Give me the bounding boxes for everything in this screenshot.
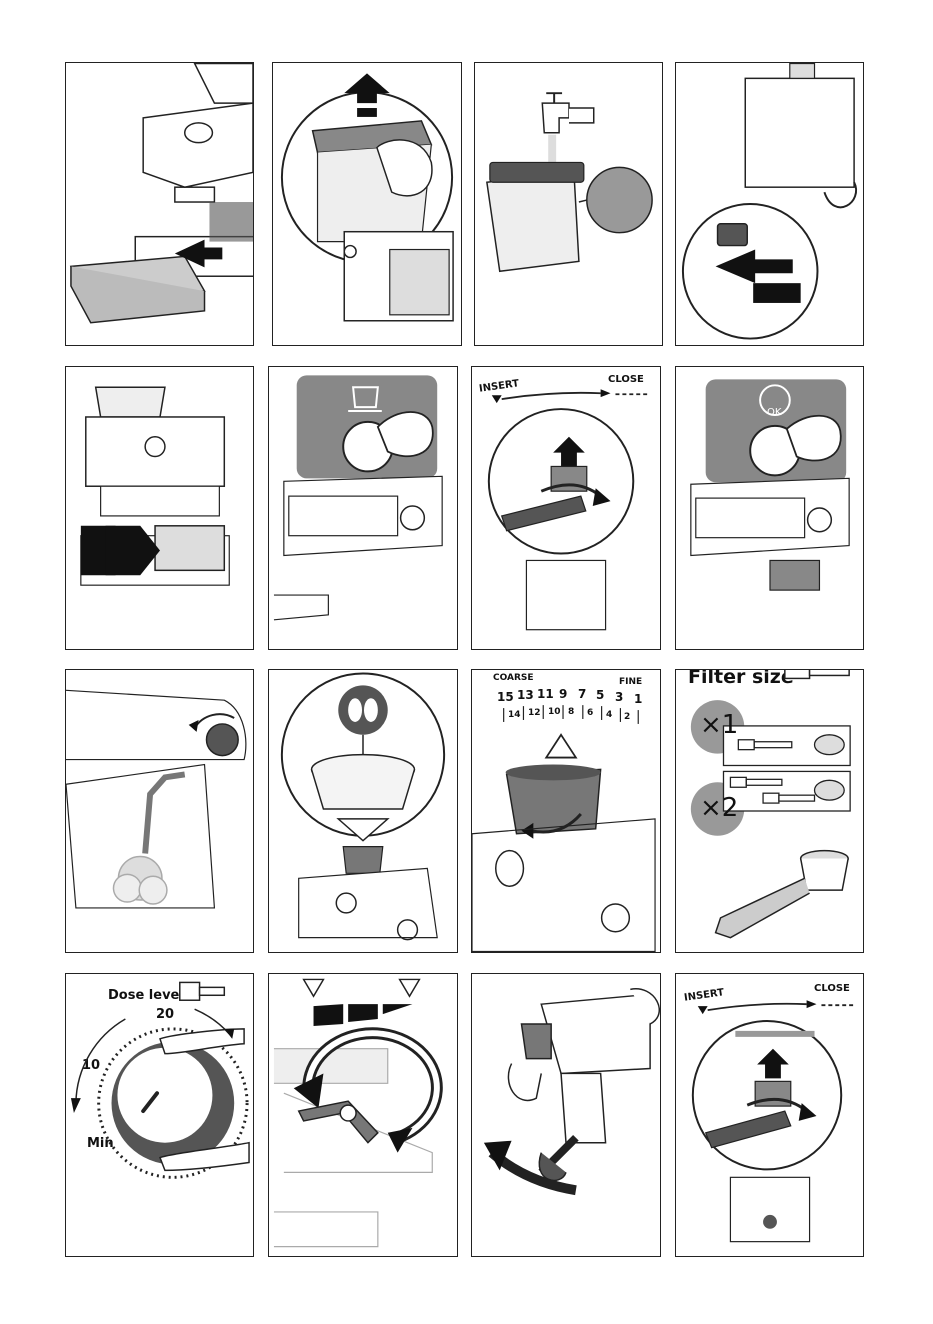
step-12-filter-size: Filter size ×1 ×2 (675, 669, 864, 953)
step-3-fill-water-tank (474, 62, 663, 346)
step-1-insert-drip-tray (65, 62, 254, 346)
double-filter-label: ×2 (700, 793, 738, 823)
coffee-bean-icon (269, 670, 457, 952)
step-5-place-cup (65, 366, 254, 650)
step-7-insert-portafilter: INSERT CLOSE (471, 366, 661, 650)
step-4-plug-and-power (675, 62, 864, 346)
cup-icon (66, 367, 253, 649)
power-button-icon (676, 63, 863, 345)
step-9-steam-wand (65, 669, 254, 953)
drip-tray-icon (66, 63, 253, 345)
single-filter-label: ×1 (700, 710, 738, 740)
tap-icon (475, 63, 662, 345)
ok-label: OK (767, 407, 781, 418)
portafilter-icon (472, 367, 660, 649)
lever-arrow-icon (269, 974, 457, 1256)
dose-dial-icon (66, 974, 253, 1256)
steam-knob-icon (66, 670, 253, 952)
portafilter-icon (472, 974, 660, 1256)
step-10-fill-bean-hopper (268, 669, 458, 953)
water-tank-icon (273, 63, 461, 345)
step-11-set-grind-size: COARSE FINE 15 13 11 9 7 5 3 1 14 12 10 … (471, 669, 661, 953)
step-13-set-dose-level: Dose level 20 10 Min (65, 973, 254, 1257)
hand-press-icon (269, 367, 457, 649)
step-14-grind-lever (268, 973, 458, 1257)
step-8-press-ok: OK (675, 366, 864, 650)
portafilter-icon (676, 974, 863, 1256)
step-15-remove-portafilter (471, 973, 661, 1257)
step-2-remove-water-tank (272, 62, 462, 346)
step-6-press-cup-button (268, 366, 458, 650)
grinder-dial-icon (472, 670, 660, 952)
step-16-insert-portafilter: INSERT CLOSE (675, 973, 864, 1257)
